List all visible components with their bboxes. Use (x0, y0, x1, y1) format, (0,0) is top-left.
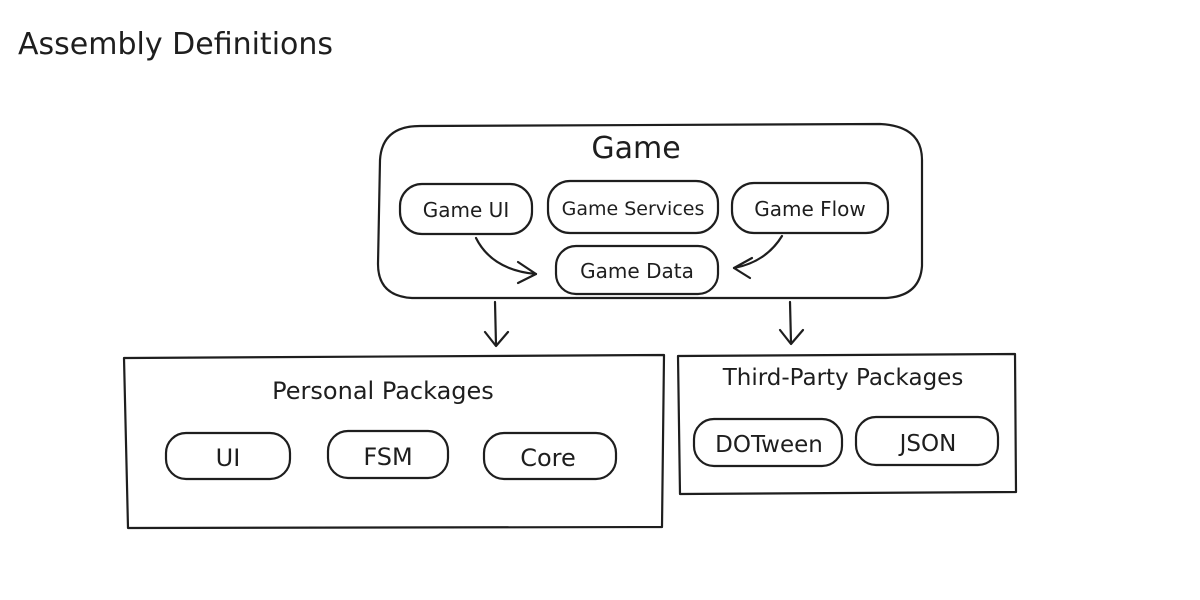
module-game-services-label: Game Services (562, 198, 705, 220)
package-ui-label: UI (216, 444, 241, 472)
game-assembly: Game Game UI Game Services Game Flow Gam… (376, 122, 924, 300)
personal-packages-container (122, 353, 666, 530)
game-title: Game (591, 131, 680, 166)
package-core-label: Core (520, 444, 576, 472)
module-game-services-box (546, 179, 720, 235)
module-game-ui-box (398, 182, 534, 236)
module-game-services: Game Services (546, 179, 720, 235)
arrow-game-ui-to-data-head (516, 260, 538, 285)
module-game-flow: Game Flow (730, 181, 890, 235)
personal-packages-title: Personal Packages (272, 377, 494, 405)
arrow-game-to-third-party-head (778, 328, 805, 346)
arrow-game-to-third-party (788, 300, 793, 345)
package-json-label: JSON (898, 431, 957, 457)
package-dotween-label: DOTween (715, 432, 823, 458)
third-party-packages-title: Third-Party Packages (722, 365, 964, 391)
arrow-game-to-personal (493, 300, 498, 347)
package-core: Core (482, 431, 618, 481)
module-game-data-box (554, 244, 720, 296)
arrow-game-flow-to-data (732, 234, 784, 270)
module-game-flow-label: Game Flow (754, 197, 866, 221)
package-dotween-box (692, 417, 844, 468)
package-fsm: FSM (326, 429, 450, 480)
package-json-box (854, 415, 1000, 467)
third-party-packages-container (676, 352, 1018, 496)
arrow-game-flow-to-data-head (732, 256, 754, 280)
third-party-packages: Third-Party Packages DOTween JSON (676, 352, 1018, 496)
module-game-ui-label: Game UI (423, 198, 509, 222)
module-game-ui: Game UI (398, 182, 534, 236)
package-fsm-label: FSM (363, 443, 412, 471)
package-ui-box (164, 431, 292, 481)
personal-packages: Personal Packages UI FSM Core (122, 353, 666, 530)
arrow-game-ui-to-data (474, 236, 538, 276)
page-title: Assembly Definitions (18, 27, 333, 62)
package-ui: UI (164, 431, 292, 481)
module-game-data-label: Game Data (580, 259, 694, 283)
arrow-game-to-personal-head (483, 330, 510, 348)
module-game-data: Game Data (554, 244, 720, 296)
module-game-flow-box (730, 181, 890, 235)
package-core-box (482, 431, 618, 481)
game-container (376, 122, 924, 300)
package-dotween: DOTween (692, 417, 844, 468)
package-json: JSON (854, 415, 1000, 467)
package-fsm-box (326, 429, 450, 480)
